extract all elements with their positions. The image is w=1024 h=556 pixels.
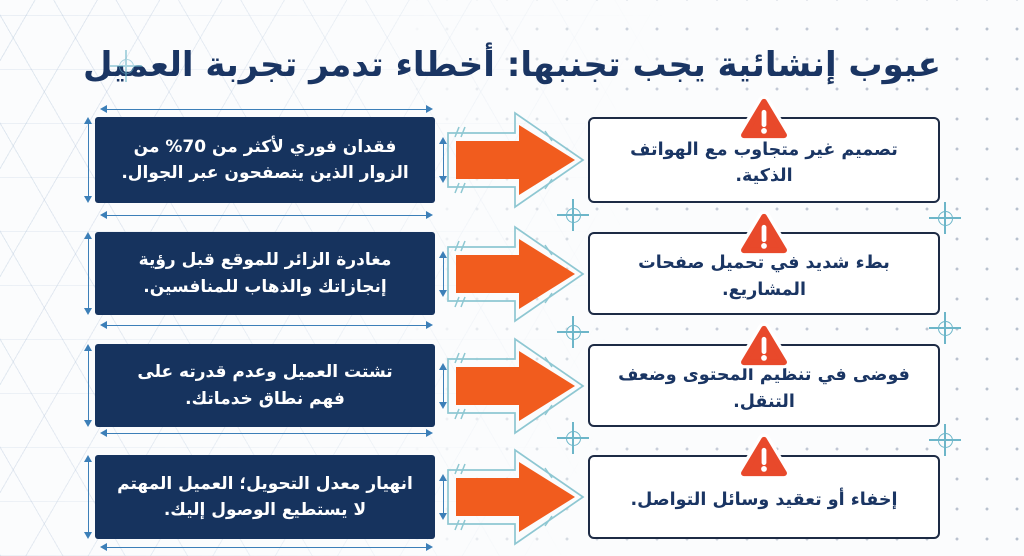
dimension-line-horizontal <box>100 209 433 222</box>
dimension-line-vertical <box>82 344 95 427</box>
crosshair-icon <box>557 316 589 348</box>
dimension-line-vertical <box>437 362 450 409</box>
arrow-right-icon <box>447 224 585 323</box>
warning-triangle-icon <box>737 210 791 257</box>
warning-triangle-icon <box>737 322 791 369</box>
crosshair-icon <box>929 424 961 456</box>
arrow-right-icon <box>447 336 585 435</box>
flow-row: مغادرة الزائر للموقع قبل رؤية إنجازاتك و… <box>0 210 1024 323</box>
dimension-line-vertical <box>82 455 95 539</box>
mistake-text: بطء شديد في تحميل صفحات المشاريع. <box>638 253 890 300</box>
consequence-box: فقدان فوري لأكثر من 70% من الزوار الذين … <box>95 117 435 203</box>
dimension-line-horizontal <box>100 103 433 116</box>
crosshair-icon <box>557 422 589 454</box>
crosshair-icon <box>557 199 589 231</box>
mistake-text: إخفاء أو تعقيد وسائل التواصل. <box>630 489 898 510</box>
dimension-line-horizontal <box>100 427 433 440</box>
consequence-text: فقدان فوري لأكثر من 70% من الزوار الذين … <box>121 136 409 183</box>
arrow-right-icon <box>447 111 585 209</box>
dimension-line-vertical <box>437 474 450 520</box>
dimension-line-horizontal <box>100 319 433 332</box>
mistake-text: فوضى في تنظيم المحتوى وضعف التنقل. <box>618 365 910 412</box>
warning-triangle-icon <box>737 95 791 142</box>
mistake-box: فوضى في تنظيم المحتوى وضعف التنقل. <box>588 322 940 427</box>
consequence-text: مغادرة الزائر للموقع قبل رؤية إنجازاتك و… <box>138 250 392 297</box>
mistake-box: بطء شديد في تحميل صفحات المشاريع. <box>588 210 940 315</box>
dimension-line-vertical <box>437 137 450 183</box>
page-title: عيوب إنشائية يجب تجنبها: أخطاء تدمر تجرب… <box>82 45 942 85</box>
consequence-box: تشتت العميل وعدم قدرته على فهم نطاق خدما… <box>95 344 435 427</box>
consequence-box: مغادرة الزائر للموقع قبل رؤية إنجازاتك و… <box>95 232 435 315</box>
flow-row: انهيار معدل التحويل؛ العميل المهتم لا يس… <box>0 433 1024 546</box>
dimension-line-vertical <box>437 250 450 297</box>
consequence-text: انهيار معدل التحويل؛ العميل المهتم لا يس… <box>117 473 413 520</box>
flow-row: تشتت العميل وعدم قدرته على فهم نطاق خدما… <box>0 322 1024 435</box>
warning-triangle-icon <box>737 433 791 480</box>
consequence-box: انهيار معدل التحويل؛ العميل المهتم لا يس… <box>95 455 435 539</box>
flow-row: فقدان فوري لأكثر من 70% من الزوار الذين … <box>0 95 1024 209</box>
mistake-text: تصميم غير متجاوب مع الهواتف الذكية. <box>630 139 898 186</box>
dimension-line-vertical <box>82 117 95 203</box>
crosshair-icon <box>929 312 961 344</box>
mistake-box: إخفاء أو تعقيد وسائل التواصل. <box>588 433 940 539</box>
crosshair-icon <box>929 202 961 234</box>
arrow-right-icon <box>447 448 585 546</box>
dimension-line-horizontal <box>100 541 433 554</box>
dimension-line-vertical <box>82 232 95 315</box>
mistake-box: تصميم غير متجاوب مع الهواتف الذكية. <box>588 95 940 203</box>
crosshair-icon <box>110 50 142 82</box>
consequence-text: تشتت العميل وعدم قدرته على فهم نطاق خدما… <box>137 362 393 409</box>
